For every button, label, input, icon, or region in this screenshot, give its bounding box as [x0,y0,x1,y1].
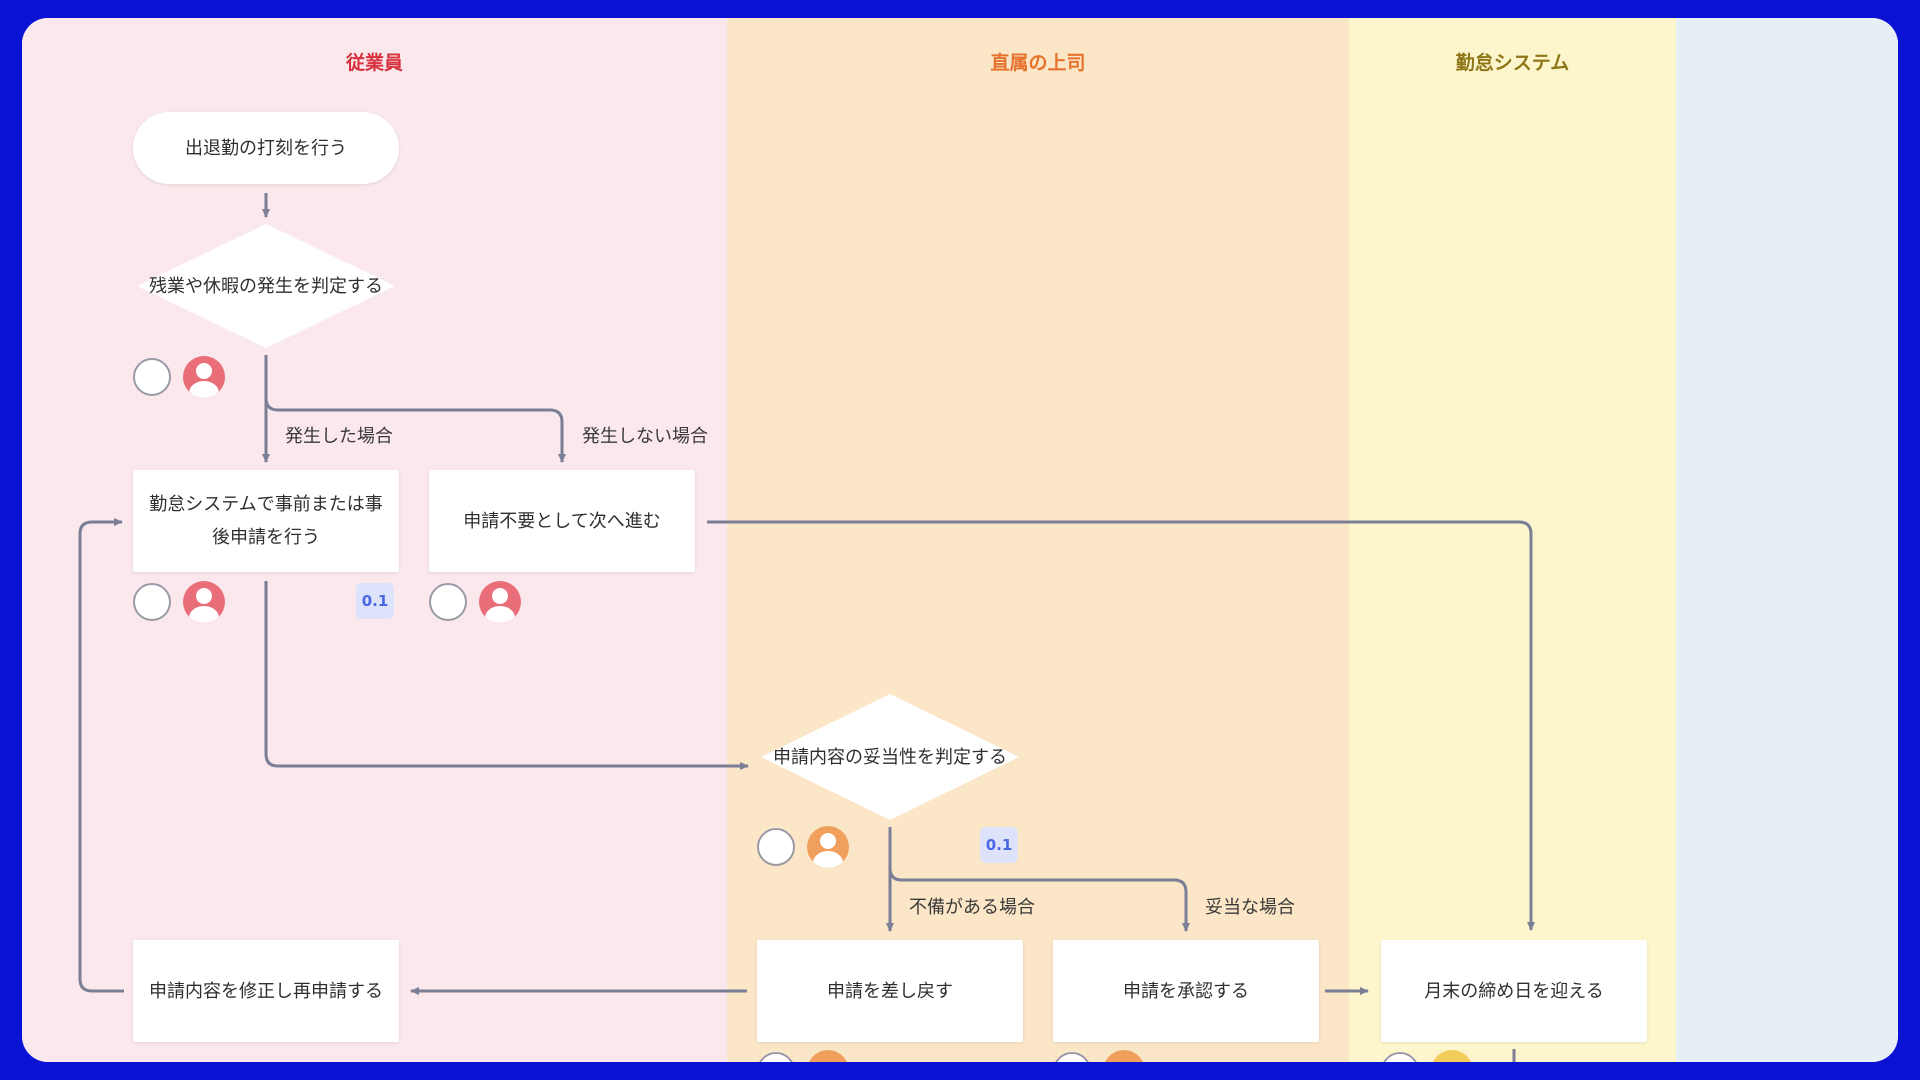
assignee-avatar-system[interactable] [1431,1050,1473,1062]
node-judge-validity[interactable]: 申請内容の妥当性を判定する [770,719,1010,795]
lane-empty [1676,18,1898,1062]
assignee-avatar-employee[interactable] [183,356,225,398]
version-badge[interactable]: 0.1 [356,583,394,619]
edge-label-valid: 妥当な場合 [1205,897,1295,918]
edge-label-not-occurred: 発生しない場合 [582,426,708,447]
edge-label-deficient: 不備がある場合 [909,897,1035,918]
node-apply-in-system[interactable]: 勤怠システムで事前または事後申請を行う [133,470,399,572]
node-judge-overtime[interactable]: 残業や休暇の発生を判定する [146,248,386,324]
node-clock-in[interactable]: 出退勤の打刻を行う [133,112,399,184]
node-fix-and-reapply-label: 申請内容を修正し再申請する [149,980,383,1002]
node-no-application-label: 申請不要として次へ進む [463,510,661,532]
edge-fix-to-apply [78,518,124,993]
node-judge-overtime-label: 残業や休暇の発生を判定する [149,275,383,297]
status-circle[interactable] [133,583,171,621]
node-no-application[interactable]: 申請不要として次へ進む [429,470,695,572]
edge-label-occurred: 発生した場合 [285,426,393,447]
assignee-avatar-supervisor[interactable] [1103,1050,1145,1062]
lane-title-employee: 従業員 [345,52,403,74]
flow-canvas: 従業員 直属の上司 勤怠システム 出退勤の打刻 [22,18,1898,1062]
lane-supervisor: 直属の上司 [727,18,1349,1062]
edge-apply-to-judge-validity [264,581,749,770]
node-approve-application-label: 申請を承認する [1123,980,1249,1002]
assignee-avatar-employee[interactable] [479,581,521,623]
lane-attendance-system: 勤怠システム [1349,18,1676,1062]
lane-title-attendance-system: 勤怠システム [1455,52,1570,74]
flow-edges [78,193,1535,1062]
node-fix-and-reapply[interactable]: 申請内容を修正し再申請する [133,940,399,1042]
diamond-judge-overtime [137,224,395,348]
status-circle[interactable] [133,358,171,396]
node-return-application[interactable]: 申請を差し戻す [757,940,1023,1042]
status-circle[interactable] [757,828,795,866]
node-return-application-label: 申請を差し戻す [827,980,953,1002]
node-month-end-label: 月末の締め日を迎える [1424,980,1604,1002]
node-apply-in-system-label: 勤怠システムで事前または事後申請を行う [149,494,383,548]
lane-title-supervisor: 直属の上司 [990,52,1086,74]
edge-no-application-to-month-end [707,520,1535,931]
node-judge-validity-label: 申請内容の妥当性を判定する [773,746,1007,768]
edge-judge-to-no-application [264,355,566,463]
diamond-judge-validity [761,694,1019,820]
status-circle[interactable] [429,583,467,621]
edge-validity-to-approve [888,827,1190,932]
node-month-end[interactable]: 月末の締め日を迎える [1381,940,1647,1042]
node-clock-in-label: 出退勤の打刻を行う [185,137,347,159]
node-approve-application[interactable]: 申請を承認する [1053,940,1319,1042]
assignee-avatar-supervisor[interactable] [807,1050,849,1062]
version-badge[interactable]: 0.1 [980,827,1018,863]
assignee-avatar-supervisor[interactable] [807,826,849,868]
assignee-avatar-employee[interactable] [183,581,225,623]
